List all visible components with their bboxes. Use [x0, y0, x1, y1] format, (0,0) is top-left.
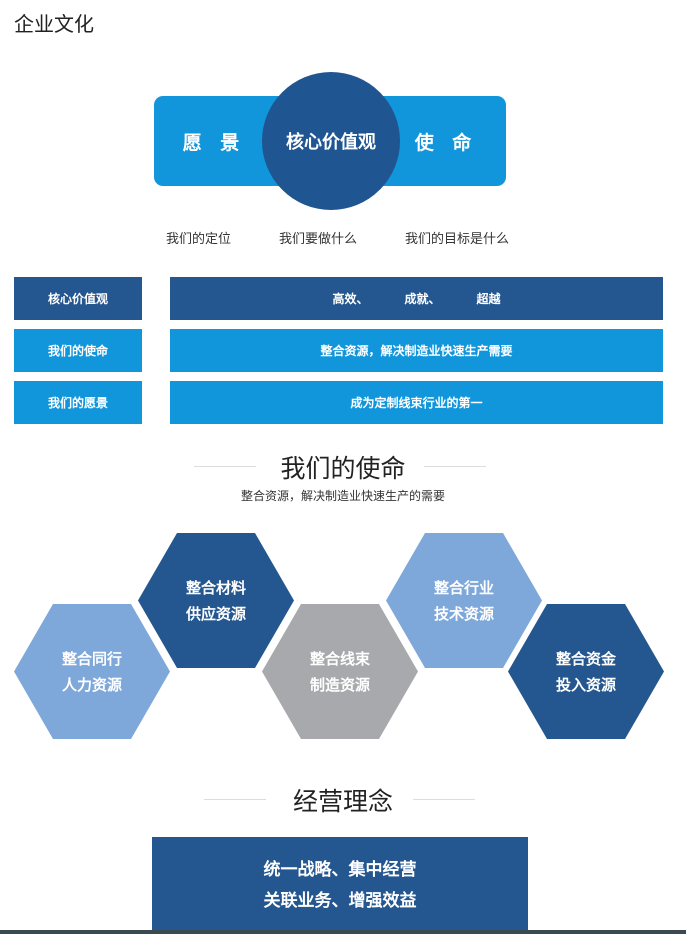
hex-line: 整合行业: [433, 578, 494, 597]
hex-harness-manufacturing-resources: 整合线束 制造资源: [262, 604, 418, 739]
sub-label-positioning: 我们的定位: [166, 232, 232, 247]
core-value-efficient: 高效、: [332, 292, 369, 306]
banner-mission: 使 命: [414, 131, 478, 154]
hex-line: 整合同行: [61, 649, 122, 668]
row-label-vision: 我们的愿景: [14, 381, 142, 424]
hex-line: 整合资金: [555, 649, 616, 668]
hex-line: 制造资源: [309, 675, 370, 694]
philosophy-line: 统一战略、集中经营: [263, 859, 417, 880]
hex-line: 整合线束: [309, 649, 370, 668]
hex-line: 技术资源: [433, 604, 494, 623]
row-label-core-values: 核心价值观: [14, 277, 142, 320]
heading-divider-right: [424, 466, 486, 467]
mission-heading: 我们的使命: [280, 454, 406, 483]
heading-divider-right: [413, 799, 475, 800]
hex-peer-human-resources: 整合同行 人力资源: [14, 604, 170, 739]
philosophy-box: 统一战略、集中经营 关联业务、增强效益: [152, 837, 528, 934]
heading-divider-left: [194, 466, 256, 467]
philosophy-line: 关联业务、增强效益: [263, 890, 417, 911]
row-label-mission: 我们的使命: [14, 329, 142, 372]
hex-industry-technology-resources: 整合行业 技术资源: [386, 533, 542, 668]
row-value-vision: 成为定制线束行业的第一: [170, 381, 663, 424]
row-value-mission: 整合资源，解决制造业快速生产需要: [170, 329, 663, 372]
hex-capital-investment-resources: 整合资金 投入资源: [508, 604, 664, 739]
banner-core-values-circle: 核心价值观: [262, 72, 400, 210]
sub-label-goal: 我们的目标是什么: [405, 232, 510, 247]
hex-line: 供应资源: [185, 604, 246, 623]
heading-divider-left: [204, 799, 266, 800]
mission-subtitle: 整合资源，解决制造业快速生产的需要: [240, 489, 445, 503]
hex-material-supply-resources: 整合材料 供应资源: [138, 533, 294, 668]
hex-line: 整合材料: [185, 578, 246, 597]
banner-vision: 愿 景: [182, 131, 246, 154]
hex-line: 人力资源: [61, 675, 122, 694]
philosophy-heading: 经营理念: [292, 787, 393, 816]
hex-line: 投入资源: [555, 675, 616, 694]
page-title: 企业文化: [14, 12, 94, 36]
bottom-bar: [0, 930, 686, 934]
sub-label-what-we-do: 我们要做什么: [279, 232, 358, 247]
core-value-achievement: 成就、: [404, 292, 441, 306]
row-value-core-values: 高效、 成就、 超越: [170, 277, 663, 320]
core-value-surpass: 超越: [476, 292, 501, 306]
